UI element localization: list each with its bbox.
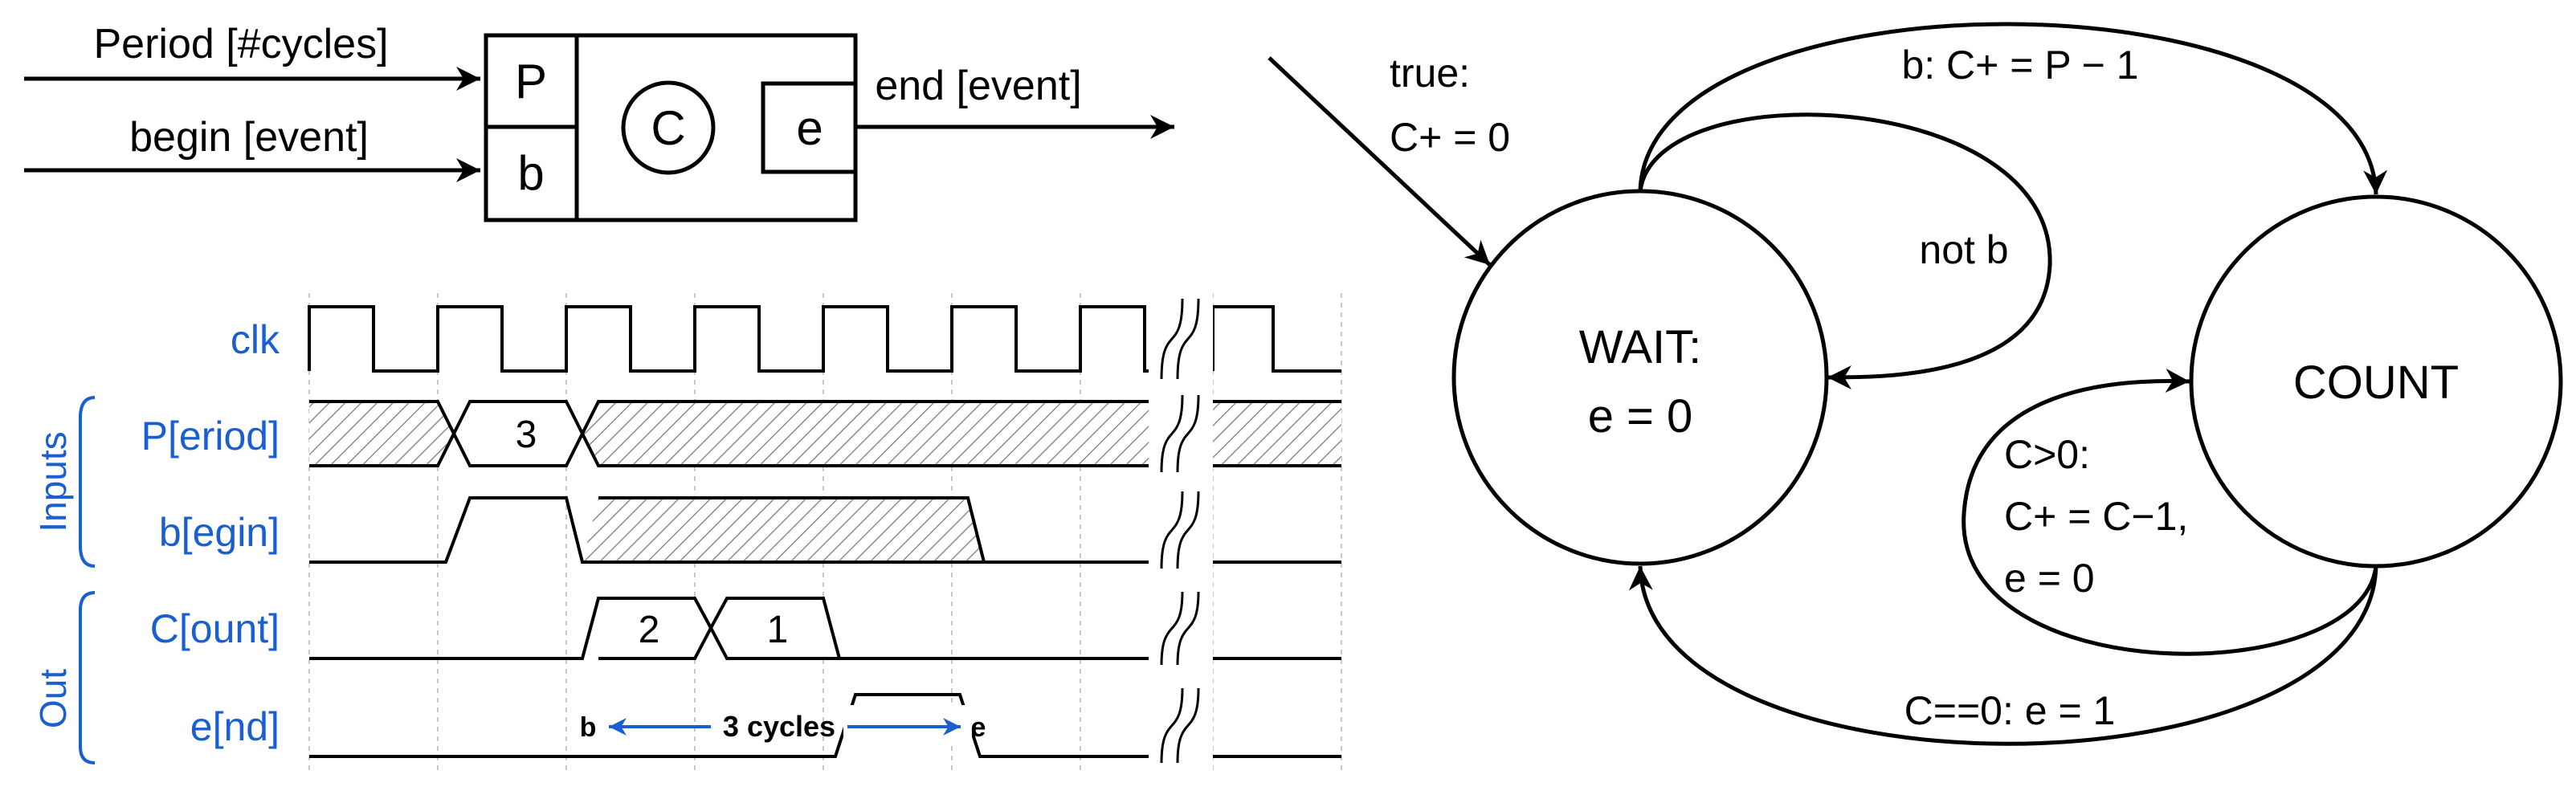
transition-count-self-line1: C>0:	[2004, 432, 2090, 477]
port-b-label: b	[517, 146, 544, 200]
initial-label-line1: true:	[1390, 51, 1470, 96]
transition-count-to-wait-label: C==0: e = 1	[1904, 688, 2116, 733]
transition-wait-self-label: not b	[1919, 227, 2008, 272]
time-break-gap	[1149, 293, 1213, 773]
count-waveform	[309, 597, 1341, 660]
clk-label: clk	[231, 317, 280, 362]
state-wait-output: e = 0	[1588, 390, 1693, 442]
break-mark-1-2	[1176, 298, 1200, 380]
state-machine: true: C+ = 0 WAIT: e = 0 COUNT b: C+ = P…	[1268, 22, 2563, 746]
inputs-group-label: Inputs	[32, 431, 74, 532]
counter-register-label: C	[651, 101, 685, 155]
port-p-label: P	[515, 55, 547, 108]
block-diagram: Period [#cycles] begin [event] P b C e e…	[24, 21, 1174, 222]
time-break-marks	[1160, 298, 1200, 764]
annotation-b-label: b	[580, 712, 597, 743]
transition-count-to-wait	[1628, 565, 2378, 746]
port-e-label: e	[796, 101, 823, 155]
end-waveform	[309, 693, 1341, 758]
annotation-e-label: e	[971, 712, 986, 743]
break-mark-5-2	[1176, 687, 1200, 764]
transition-count-self-line2: C+ = C−1,	[2004, 494, 2188, 539]
break-mark-4-1	[1160, 591, 1184, 666]
out-group-brace	[79, 591, 96, 764]
counter-register-circle	[621, 80, 716, 175]
begin-input-label: begin [event]	[129, 114, 369, 161]
initial-label-line2: C+ = 0	[1390, 115, 1510, 160]
count-value-1: 1	[767, 609, 789, 651]
period-input-label: Period [#cycles]	[93, 21, 388, 67]
begin-signal-label: b[egin]	[159, 510, 280, 555]
transition-wait-to-count-label: b: C+ = P − 1	[1901, 43, 2138, 88]
period-signal-label: P[eriod]	[141, 414, 280, 459]
timing-diagram: Inputs Out clk P[eriod] b[egin] C[ount] …	[32, 293, 1342, 773]
end-signal-label: e[nd]	[190, 704, 280, 749]
transition-count-self-line3: e = 0	[2004, 556, 2095, 601]
state-wait-label: WAIT:	[1579, 321, 1702, 373]
end-output-label: end [event]	[875, 63, 1081, 109]
initial-transition-arrow	[1268, 56, 1492, 267]
count-value-2: 2	[639, 609, 660, 651]
out-group-label: Out	[32, 669, 74, 728]
period-value-label: 3	[516, 414, 537, 456]
break-mark-1-1	[1160, 298, 1184, 380]
transition-wait-self-loop	[1638, 112, 2052, 389]
count-signal-label: C[ount]	[150, 606, 280, 651]
transition-wait-to-count	[1638, 22, 2388, 195]
break-mark-3-2	[1176, 491, 1200, 569]
inputs-group-brace	[79, 396, 96, 568]
break-mark-4-2	[1176, 591, 1200, 666]
count-cell-1	[708, 597, 842, 660]
state-wait	[1451, 189, 1829, 566]
annotation-cycles-label: 3 cycles	[723, 710, 835, 743]
break-mark-2-2	[1176, 394, 1200, 473]
break-mark-2-1	[1160, 394, 1184, 473]
begin-waveform	[309, 496, 1341, 564]
break-mark-5-1	[1160, 687, 1184, 764]
count-cell-2	[309, 597, 713, 660]
state-count-label: COUNT	[2293, 357, 2459, 409]
transition-count-self-loop	[1962, 368, 2378, 656]
break-mark-3-1	[1160, 491, 1184, 569]
